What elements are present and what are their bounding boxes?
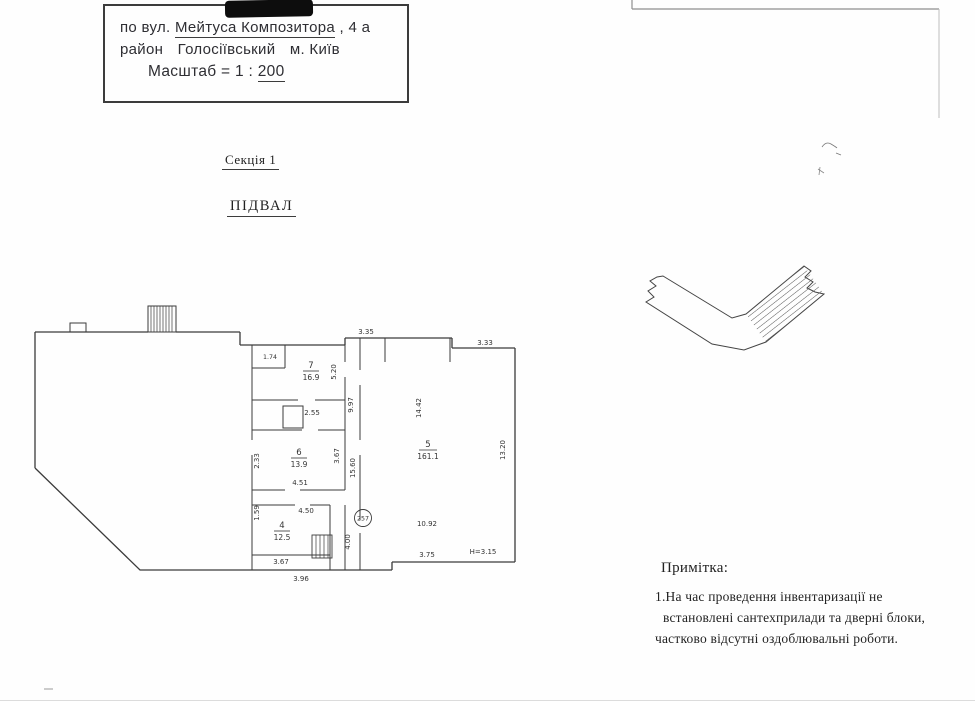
dim-height-3-15: Н=3.15	[470, 548, 497, 556]
stamp-street-name: Мейтуса Композитора	[174, 19, 336, 38]
dim-2-33: 2.33	[253, 453, 261, 469]
dim-14-42: 14.42	[415, 398, 423, 418]
stamp-city-name: м. Київ	[289, 41, 340, 58]
dim-3-75: 3.75	[419, 551, 435, 559]
stamp-address-suffix: , 4 а	[339, 19, 371, 36]
dim-1-74: 1.74	[263, 354, 277, 361]
scan-edge-line-top	[631, 0, 939, 10]
room-6-number: 6	[296, 448, 301, 458]
dim-3-35: 3.35	[358, 328, 374, 336]
room-label-6: 6 13.9	[291, 448, 308, 469]
section-heading: Секція 1	[222, 152, 280, 170]
shaft-box	[282, 405, 304, 429]
dim-2-55: 2.55	[304, 409, 320, 417]
handwritten-mark-2	[817, 166, 825, 176]
stamp-scale-label: Масштаб = 1 :	[148, 63, 254, 80]
dim-5-20: 5.20	[330, 364, 338, 380]
room-5-number: 5	[425, 440, 430, 450]
room-4-number: 4	[279, 521, 284, 531]
dim-3-33: 3.33	[477, 339, 493, 347]
stamp-line-scale: Масштаб = 1 : 200	[148, 63, 407, 82]
floor-heading: ПІДВАЛ	[227, 198, 297, 217]
note-line-2: встановлені сантехприлади та дверні блок…	[663, 610, 926, 625]
key-plan-hatched-wing	[746, 266, 824, 342]
room-label-4: 4 12.5	[274, 521, 291, 542]
dim-3-96: 3.96	[293, 575, 309, 583]
room-5-area: 161.1	[417, 452, 439, 461]
note-line-1: 1.На час проведення інвентаризації не	[655, 589, 883, 604]
room-6-area: 13.9	[291, 460, 308, 469]
room-4-area: 12.5	[274, 533, 291, 542]
dim-4-51: 4.51	[292, 479, 308, 487]
room-label-5: 5 161.1	[417, 440, 439, 461]
stairs-top-left	[147, 305, 177, 333]
dim-4-50: 4.50	[298, 507, 314, 515]
dim-3-67-room6: 3.67	[333, 448, 341, 464]
room-7-area: 16.9	[303, 373, 320, 382]
stamp-scale-value: 200	[257, 63, 285, 82]
note-title: Примітка:	[661, 560, 729, 576]
dim-3-67-bottom: 3.67	[273, 558, 289, 566]
dim-10-92: 10.92	[417, 520, 437, 528]
stamp-line-district: район Голосіївський м. Київ	[120, 41, 407, 58]
stamp-address-prefix: по вул.	[120, 19, 171, 36]
section-heading-text: Секція 1	[222, 152, 280, 170]
note-block: Примітка: 1.На час проведення інвентариз…	[655, 560, 935, 649]
outer-walls	[34, 331, 516, 571]
note-line-3: частково відсутні оздоблювальні роботи.	[655, 631, 899, 646]
stamp-district-prefix: район	[120, 41, 164, 58]
wall-notch	[69, 322, 87, 332]
room-label-7: 7 16.9	[303, 361, 320, 382]
room-7-number: 7	[308, 361, 313, 371]
floor-plan-drawing: 257 7 16.9 6 13.9 5 161.1 4 12.5	[34, 305, 516, 583]
stamp-line-address: по вул. Мейтуса Композитора , 4 а	[120, 19, 407, 38]
dim-4-00: 4.00	[344, 534, 352, 550]
floor-heading-text: ПІДВАЛ	[227, 198, 297, 217]
address-stamp-box: по вул. Мейтуса Композитора , 4 а район …	[103, 0, 409, 103]
stairs-room4	[311, 534, 333, 559]
dim-13-20: 13.20	[499, 440, 507, 460]
key-plan	[645, 265, 826, 351]
dim-1-59: 1.59	[253, 505, 261, 521]
dim-9-97: 9.97	[347, 397, 355, 413]
dim-15-60: 15.60	[349, 458, 357, 478]
handwritten-mark	[821, 142, 842, 156]
stamp-district-name: Голосіївський	[177, 41, 276, 58]
interior-walls	[251, 338, 451, 570]
ink-blob	[224, 0, 314, 18]
point-257-circle	[354, 509, 372, 527]
point-257-label: 257	[357, 516, 369, 523]
